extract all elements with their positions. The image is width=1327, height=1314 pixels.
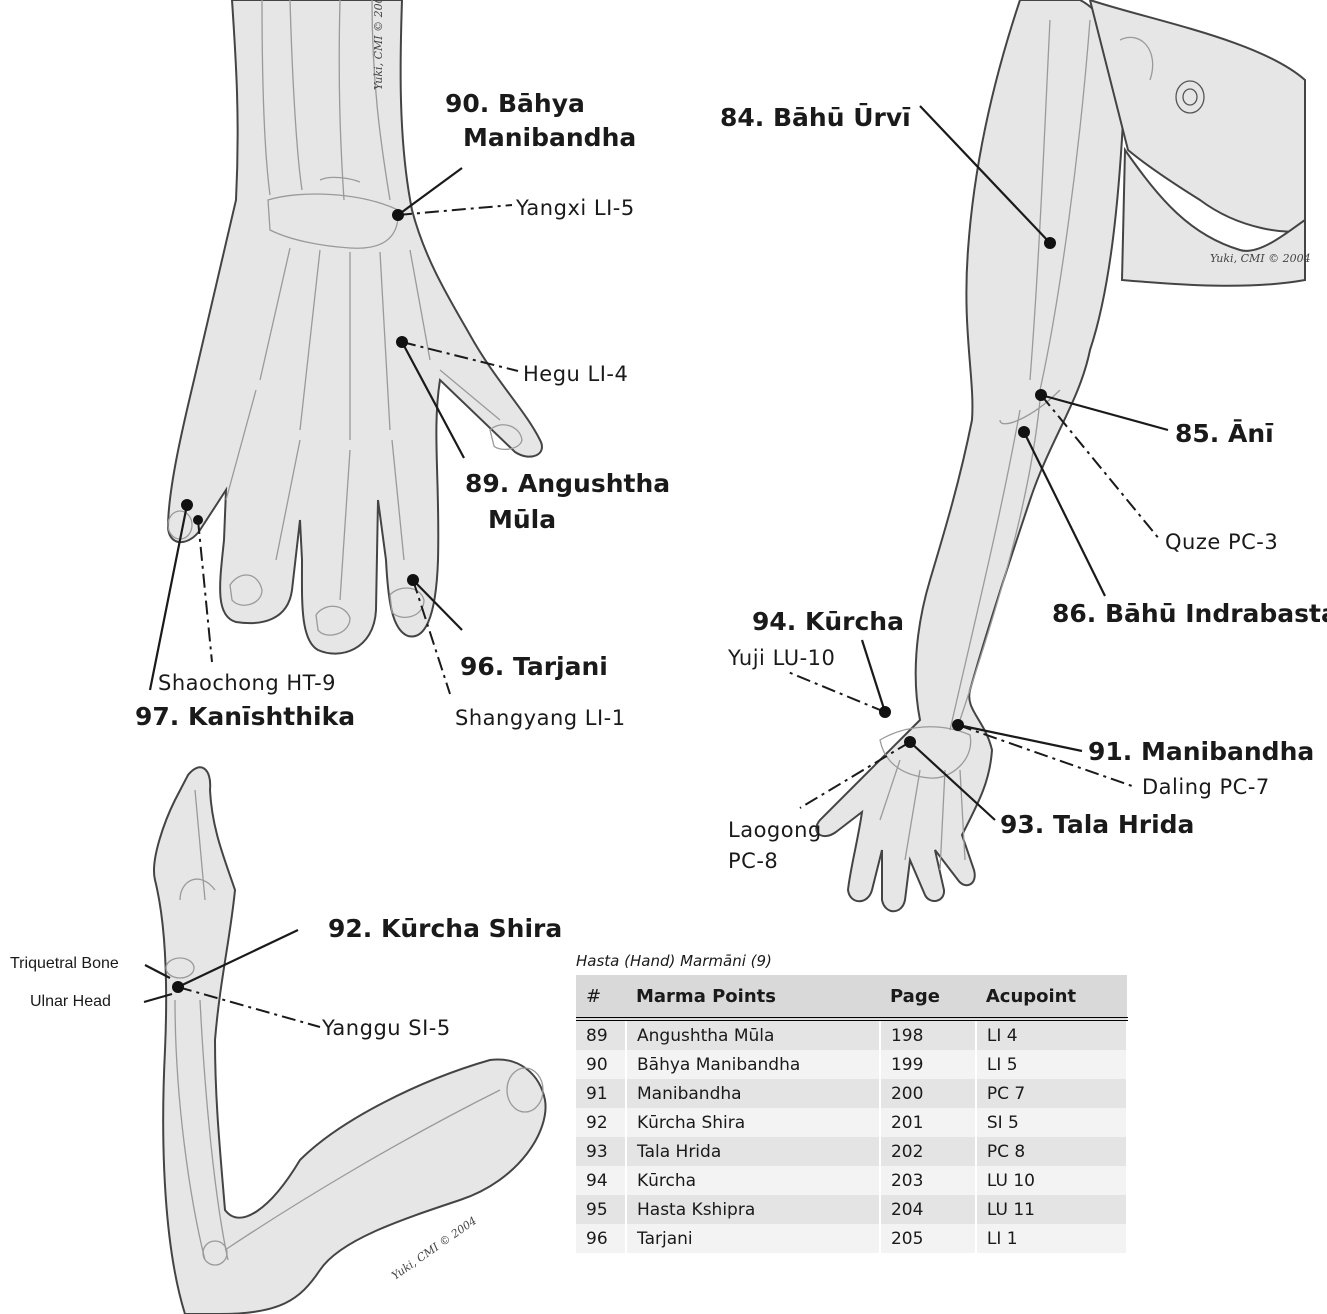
label-shangyang: Shangyang LI-1 bbox=[455, 706, 626, 730]
cell-number: 89 bbox=[576, 1019, 626, 1050]
cell-acupoint: LI 4 bbox=[976, 1019, 1127, 1050]
cell-marma: Bāhya Manibandha bbox=[626, 1050, 880, 1079]
cell-number: 93 bbox=[576, 1137, 626, 1166]
label-89-line2: Mūla bbox=[488, 505, 556, 534]
cell-page: 200 bbox=[880, 1079, 976, 1108]
cell-page: 199 bbox=[880, 1050, 976, 1079]
cell-page: 203 bbox=[880, 1166, 976, 1195]
point-86-marker bbox=[1018, 426, 1030, 438]
cell-marma: Tala Hrida bbox=[626, 1137, 880, 1166]
label-92: 92. Kūrcha Shira bbox=[328, 914, 562, 943]
label-86: 86. Bāhū Indrabasta bbox=[1052, 599, 1327, 628]
label-ulnar: Ulnar Head bbox=[30, 993, 111, 1010]
label-85: 85. Ānī bbox=[1175, 419, 1274, 448]
cell-number: 90 bbox=[576, 1050, 626, 1079]
cell-page: 198 bbox=[880, 1019, 976, 1050]
signature-text: Yuki, CMI © 2004 bbox=[1210, 252, 1311, 265]
label-shaochong: Shaochong HT-9 bbox=[158, 671, 336, 695]
point-91-marker bbox=[952, 719, 964, 731]
label-90-line1: 90. Bāhya bbox=[445, 89, 585, 118]
lateral-arm-illustration bbox=[154, 767, 546, 1314]
label-90-line2: Manibandha bbox=[463, 123, 636, 152]
cell-marma: Manibandha bbox=[626, 1079, 880, 1108]
table-row: 89 Angushtha Mūla 198 LI 4 bbox=[576, 1019, 1127, 1050]
point-92-marker bbox=[172, 981, 184, 993]
cell-page: 202 bbox=[880, 1137, 976, 1166]
point-85-marker bbox=[1035, 389, 1047, 401]
table-row: 96 Tarjani 205 LI 1 bbox=[576, 1224, 1127, 1253]
label-laogong-line2: PC-8 bbox=[728, 849, 778, 873]
point-89-marker bbox=[396, 336, 408, 348]
point-84-marker bbox=[1044, 237, 1056, 249]
table-row: 91 Manibandha 200 PC 7 bbox=[576, 1079, 1127, 1108]
cell-number: 94 bbox=[576, 1166, 626, 1195]
table-caption: Hasta (Hand) Marmāni (9) bbox=[576, 952, 1327, 970]
table-row: 95 Hasta Kshipra 204 LU 11 bbox=[576, 1195, 1127, 1224]
cell-marma: Angushtha Mūla bbox=[626, 1019, 880, 1050]
label-94: 94. Kūrcha bbox=[752, 607, 904, 636]
label-91: 91. Manibandha bbox=[1088, 737, 1314, 766]
cell-page: 201 bbox=[880, 1108, 976, 1137]
label-yuji: Yuji LU-10 bbox=[727, 646, 835, 670]
cell-number: 91 bbox=[576, 1079, 626, 1108]
cell-acupoint: LU 11 bbox=[976, 1195, 1127, 1224]
point-90-marker bbox=[392, 209, 404, 221]
header-number: # bbox=[576, 975, 626, 1019]
marmani-table-block: Hasta (Hand) Marmāni (9) # Marma Points … bbox=[576, 952, 1327, 1253]
cell-acupoint: PC 7 bbox=[976, 1079, 1127, 1108]
table-row: 90 Bāhya Manibandha 199 LI 5 bbox=[576, 1050, 1127, 1079]
label-84: 84. Bāhū Ūrvī bbox=[720, 102, 911, 132]
point-93-marker bbox=[904, 736, 916, 748]
table-row: 93 Tala Hrida 202 PC 8 bbox=[576, 1137, 1127, 1166]
point-shaochong-marker bbox=[193, 515, 203, 525]
label-yangxi: Yangxi LI-5 bbox=[515, 196, 635, 220]
table-header-row: # Marma Points Page Acupoint bbox=[576, 975, 1127, 1019]
label-daling: Daling PC-7 bbox=[1142, 775, 1270, 799]
cell-acupoint: LI 1 bbox=[976, 1224, 1127, 1253]
cell-acupoint: LI 5 bbox=[976, 1050, 1127, 1079]
label-quze: Quze PC-3 bbox=[1165, 530, 1278, 554]
signature-text: Yuki, CMI © 2004 bbox=[372, 0, 385, 90]
cell-marma: Kūrcha Shira bbox=[626, 1108, 880, 1137]
label-97: 97. Kanīshthika bbox=[135, 702, 355, 731]
label-laogong-line1: Laogong bbox=[728, 818, 822, 842]
header-page: Page bbox=[880, 975, 976, 1019]
label-yanggu: Yanggu SI-5 bbox=[321, 1016, 451, 1040]
table-row: 94 Kūrcha 203 LU 10 bbox=[576, 1166, 1127, 1195]
signature-text: Yuki, CMI © 2004 bbox=[389, 1214, 479, 1282]
table-row: 92 Kūrcha Shira 201 SI 5 bbox=[576, 1108, 1127, 1137]
header-marma-points: Marma Points bbox=[626, 975, 880, 1019]
label-93: 93. Tala Hrida bbox=[1000, 810, 1194, 839]
label-hegu: Hegu LI-4 bbox=[523, 362, 628, 386]
cell-page: 205 bbox=[880, 1224, 976, 1253]
cell-number: 96 bbox=[576, 1224, 626, 1253]
cell-number: 92 bbox=[576, 1108, 626, 1137]
label-96: 96. Tarjani bbox=[460, 652, 608, 681]
cell-acupoint: PC 8 bbox=[976, 1137, 1127, 1166]
label-89-line1: 89. Angushtha bbox=[465, 469, 670, 498]
header-acupoint: Acupoint bbox=[976, 975, 1127, 1019]
cell-marma: Hasta Kshipra bbox=[626, 1195, 880, 1224]
cell-acupoint: SI 5 bbox=[976, 1108, 1127, 1137]
cell-marma: Kūrcha bbox=[626, 1166, 880, 1195]
point-96-marker bbox=[407, 574, 419, 586]
marmani-table: # Marma Points Page Acupoint 89 Angushth… bbox=[576, 975, 1128, 1253]
point-94-marker bbox=[879, 706, 891, 718]
cell-marma: Tarjani bbox=[626, 1224, 880, 1253]
cell-acupoint: LU 10 bbox=[976, 1166, 1127, 1195]
cell-number: 95 bbox=[576, 1195, 626, 1224]
point-97-marker bbox=[181, 499, 193, 511]
cell-page: 204 bbox=[880, 1195, 976, 1224]
label-triquetral: Triquetral Bone bbox=[10, 955, 119, 972]
